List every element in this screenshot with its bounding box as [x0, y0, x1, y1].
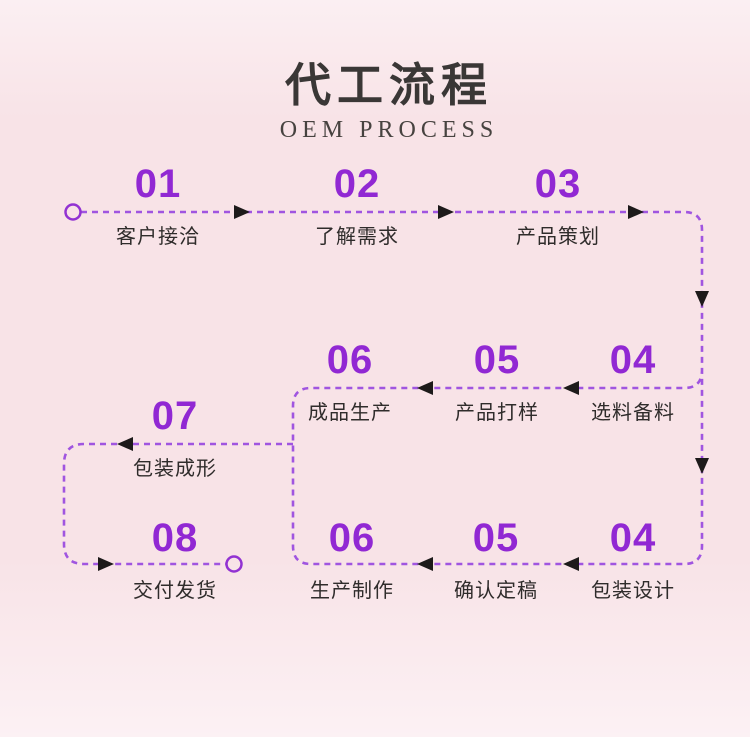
- step-03-node: 03 产品策划: [478, 164, 638, 249]
- step-number: 02: [333, 162, 381, 206]
- arrow-left-icon: [563, 381, 579, 395]
- arrowheads: [98, 205, 709, 571]
- step-04-packaging-node: 04 包装设计: [553, 518, 713, 603]
- step-05-packaging-node: 05 确认定稿: [416, 518, 576, 603]
- step-06-packaging-node: 06 生产制作: [272, 518, 432, 603]
- step-01-node: 01 客户接洽: [78, 164, 238, 249]
- step-number: 08: [151, 516, 199, 560]
- start-circle-icon: [64, 203, 82, 221]
- step-label: 了解需求: [315, 226, 399, 248]
- step-06-product-node: 06 成品生产: [270, 340, 430, 425]
- arrow-left-icon: [117, 437, 133, 451]
- step-number: 05: [473, 338, 521, 382]
- step-label: 生产制作: [310, 580, 394, 602]
- arrow-left-icon: [417, 381, 433, 395]
- step-label: 选料备料: [591, 402, 675, 424]
- arrow-left-icon: [417, 557, 433, 571]
- end-circle-icon: [225, 555, 243, 573]
- step-number: 01: [134, 162, 182, 206]
- step-07-node: 07 包装成形: [95, 396, 255, 481]
- step-label: 成品生产: [308, 402, 392, 424]
- step-04-product-node: 04 选料备料: [553, 340, 713, 425]
- step-label: 包装设计: [591, 580, 675, 602]
- arrow-right-icon: [438, 205, 454, 219]
- step-08-node: 08 交付发货: [95, 518, 255, 603]
- step-number: 04: [609, 516, 657, 560]
- step-label: 包装成形: [133, 458, 217, 480]
- arrow-down-icon: [695, 291, 709, 307]
- arrow-right-icon: [628, 205, 644, 219]
- step-number: 06: [328, 516, 376, 560]
- page-subtitle: OEM PROCESS: [279, 116, 499, 143]
- arrow-down-icon: [695, 458, 709, 474]
- step-number: 05: [472, 516, 520, 560]
- step-label: 产品打样: [455, 402, 539, 424]
- flow-line-branch: [62, 442, 293, 566]
- step-label: 确认定稿: [454, 580, 538, 602]
- flow-line-main: [81, 210, 704, 566]
- step-label: 产品策划: [516, 226, 600, 248]
- arrow-right-icon: [98, 557, 114, 571]
- arrow-right-icon: [234, 205, 250, 219]
- step-number: 03: [534, 162, 582, 206]
- page-header: 代工流程 OEM PROCESS: [14, 60, 750, 144]
- step-label: 客户接洽: [116, 226, 200, 248]
- step-number: 06: [326, 338, 374, 382]
- step-05-product-node: 05 产品打样: [417, 340, 577, 425]
- arrow-left-icon: [563, 557, 579, 571]
- step-label: 交付发货: [133, 580, 217, 602]
- step-number: 07: [151, 394, 199, 438]
- step-02-node: 02 了解需求: [277, 164, 437, 249]
- page-title: 代工流程: [285, 59, 493, 111]
- step-number: 04: [609, 338, 657, 382]
